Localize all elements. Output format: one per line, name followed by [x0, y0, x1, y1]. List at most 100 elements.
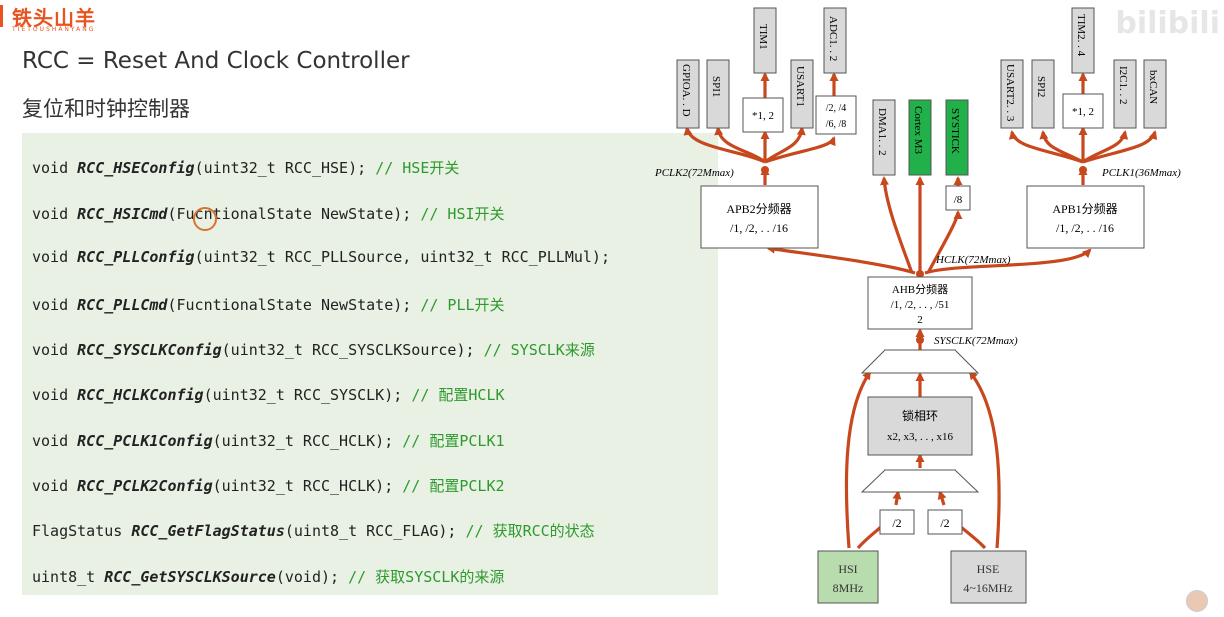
return-type: void [32, 341, 78, 359]
function-name: RCC_PLLConfig [77, 248, 195, 266]
page-title: RCC = Reset And Clock Controller [22, 48, 410, 74]
pclk2-label: PCLK2(72Mmax) [654, 167, 734, 179]
brand-subtitle: TIETOUSHANYANG [12, 26, 96, 33]
return-type: FlagStatus [32, 522, 132, 540]
spi1-label: SPI1 [710, 76, 722, 97]
tim24-box [1071, 7, 1095, 74]
systick-div8-label: /8 [954, 194, 963, 206]
usart23-label: USART2. . 3 [1004, 64, 1016, 122]
code-line: void RCC_HCLKConfig(uint32_t RCC_SYSCLK)… [32, 384, 505, 405]
code-line: void RCC_HSICmd(FucntionalState NewState… [32, 203, 505, 224]
pll-mul: x2, x3, . . , x16 [887, 431, 954, 443]
tim1-box [753, 7, 777, 74]
ahb-prescaler-box [867, 276, 973, 330]
apb1-label: APB1分频器 [1052, 202, 1117, 216]
hsi-box [817, 550, 879, 604]
code-comment: // HSI开关 [420, 205, 505, 223]
adc-box [823, 7, 847, 74]
tim1-label: TIM1 [757, 24, 769, 50]
usart1-box [790, 59, 814, 129]
clock-tree-diagram: HSI 8MHz HSE 4~16MHz /2 /2 锁相环 x2, x3, .… [654, 7, 1181, 604]
function-args: (FucntionalState NewState); [167, 205, 421, 223]
code-line: void RCC_PCLK2Config(uint32_t RCC_HCLK);… [32, 475, 505, 496]
code-comment: // PLL开关 [420, 296, 505, 314]
code-line: void RCC_HSEConfig(uint32_t RCC_HSE); //… [32, 157, 459, 178]
function-args: (uint32_t RCC_HSE); [194, 159, 376, 177]
junction-dots [761, 166, 1087, 344]
adc-div-label: /2, /4 [826, 103, 847, 114]
bxcan-box [1143, 59, 1167, 129]
code-comment: // HSE开关 [375, 159, 460, 177]
clock-arrows [683, 72, 1158, 550]
code-comment: // 配置PCLK2 [402, 477, 505, 495]
hsi-label: HSI [838, 562, 857, 576]
code-line: void RCC_SYSCLKConfig(uint32_t RCC_SYSCL… [32, 339, 595, 360]
spi2-label: SPI2 [1035, 76, 1047, 97]
mouse-cursor-ring [193, 207, 217, 231]
ahb-div: /1, /2, . . , /51 [891, 299, 950, 311]
code-line: uint8_t RCC_GetSYSCLKSource(void); // 获取… [32, 566, 504, 587]
code-line: void RCC_PCLK1Config(uint32_t RCC_HCLK);… [32, 430, 505, 451]
apb2-div: /1, /2, . . /16 [730, 221, 788, 235]
ahb-label: AHB分频器 [892, 282, 948, 296]
apb2-prescaler-box [700, 185, 819, 249]
apb1-div: /1, /2, . . /16 [1056, 221, 1114, 235]
gpio-label: GPIOA. . D [680, 64, 692, 117]
function-name: RCC_HSICmd [77, 205, 168, 223]
gpio-box [676, 59, 700, 129]
apb1-prescaler-box [1026, 185, 1145, 249]
tim1-mul-label: *1, 2 [752, 110, 774, 122]
function-name: RCC_PCLK1Config [77, 432, 213, 450]
hse-box [950, 550, 1027, 604]
tim24-label: TIM2. . 4 [1075, 14, 1087, 57]
return-type: uint8_t [32, 568, 105, 586]
cortex-label: Cortex M3 [912, 106, 924, 154]
return-type: void [32, 477, 78, 495]
spi1-box [706, 59, 730, 129]
apb2-label: APB2分频器 [726, 202, 791, 216]
tim24-mul-label: *1, 2 [1072, 106, 1094, 118]
return-type: void [32, 205, 78, 223]
pclk1-label: PCLK1(36Mmax) [1101, 167, 1181, 179]
hse-label: HSE [977, 562, 1000, 576]
return-type: void [32, 432, 78, 450]
code-line: void RCC_PLLCmd(FucntionalState NewState… [32, 294, 505, 315]
i2c-label: I2C1. . 2 [1117, 66, 1129, 105]
function-name: RCC_SYSCLKConfig [77, 341, 222, 359]
systick-label: SYSTICK [949, 108, 961, 154]
function-args: (uint8_t RCC_FLAG); [284, 522, 466, 540]
tim24-mul-box [1062, 93, 1104, 129]
function-args: (FucntionalState NewState); [167, 296, 421, 314]
usart1-label: USART1 [794, 66, 806, 107]
code-comment: // 配置HCLK [411, 386, 505, 404]
function-name: RCC_PCLK2Config [77, 477, 213, 495]
page-subtitle: 复位和时钟控制器 [22, 97, 190, 121]
dma-box [872, 99, 896, 176]
pll-box [867, 396, 973, 456]
hse-div2-box [927, 509, 963, 535]
sysclk-label: SYSCLK(72Mmax) [934, 335, 1018, 347]
systick-div8-box [945, 185, 971, 211]
function-name: RCC_GetSYSCLKSource [104, 568, 276, 586]
bxcan-label: bxCAN [1147, 70, 1159, 104]
adc-div-label-2: /6, /8 [826, 119, 847, 130]
code-panel: void RCC_HSEConfig(uint32_t RCC_HSE); //… [22, 133, 718, 595]
return-type: void [32, 386, 78, 404]
function-args: (uint32_t RCC_HCLK); [212, 477, 403, 495]
adc-div-box [815, 95, 857, 135]
code-line: FlagStatus RCC_GetFlagStatus(uint8_t RCC… [32, 520, 595, 541]
systick-box [945, 99, 969, 176]
tim1-mul-box [742, 97, 784, 133]
i2c-box [1113, 59, 1137, 129]
watermark: bilibili [1115, 6, 1220, 41]
ahb-div-cont: 2 [917, 314, 923, 326]
function-args: (void); [275, 568, 349, 586]
function-name: RCC_PLLCmd [77, 296, 168, 314]
code-comment: // 获取RCC的状态 [465, 522, 595, 540]
brand-logo: 铁头山羊 [12, 6, 96, 30]
hse-freq: 4~16MHz [963, 581, 1012, 595]
logo-accent [0, 5, 3, 27]
function-name: RCC_GetFlagStatus [131, 522, 285, 540]
presenter-avatar [1186, 590, 1208, 612]
cortex-box [908, 99, 932, 176]
